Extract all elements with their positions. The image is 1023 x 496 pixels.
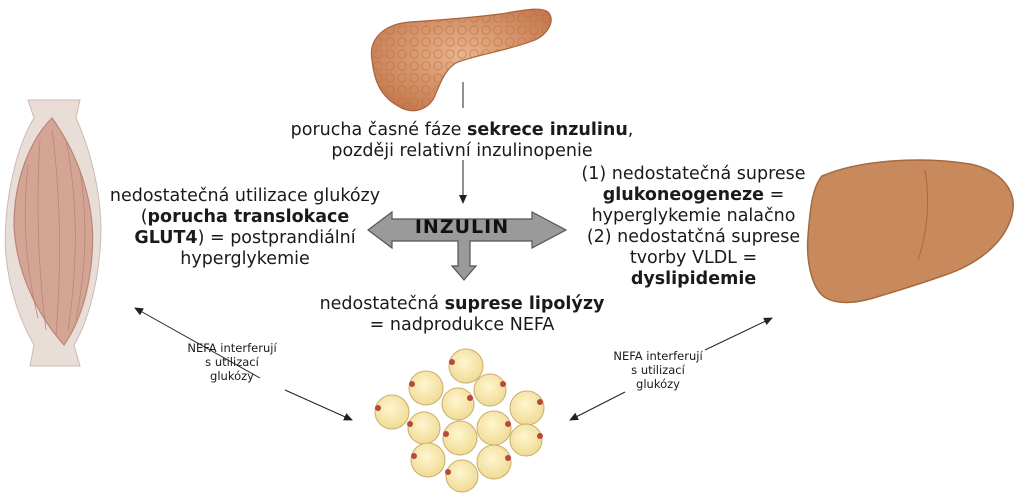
liver-image [806,159,1014,304]
nefa-right-line2: s utilizací [631,363,685,377]
fat-caption-line1: nedostatečná [319,294,445,314]
muscle-caption-bold2: GLUT4 [134,228,198,248]
nefa-left-arrow-down [284,389,353,421]
fat-caption-line2: = nadprodukce NEFA [369,315,555,335]
nefa-left-arrow-up [134,307,261,379]
muscle-caption-paren: ( [140,207,148,227]
muscle-caption-line4: hyperglykemie [180,249,310,269]
nefa-right-caption: NEFA interferují s utilizací glukózy [598,349,718,391]
liver-caption-bold2: dyslipidemie [630,269,757,289]
fat-caption: nedostatečná suprese lipolýzy = nadprodu… [292,294,632,336]
pancreas-image [370,8,552,112]
pancreas-caption-line1: porucha časné fáze [290,120,468,140]
muscle-caption: nedostatečná utilizace glukózy (porucha … [100,186,390,270]
liver-caption: (1) nedostatečná suprese glukoneogeneze … [566,164,821,290]
liver-caption-line1: (1) nedostatečná suprese [581,164,806,184]
nefa-right-arrow-up [704,317,773,351]
nefa-left-line3: glukózy [210,369,254,383]
nefa-left-line2: s utilizací [205,355,259,369]
muscle-caption-line3: ) = postprandiální [197,228,356,248]
muscle-image [4,99,102,367]
liver-caption-eq: = [764,185,785,205]
nefa-left-caption: NEFA interferují s utilizací glukózy [172,341,292,383]
liver-caption-line4: (2) nedostatčná suprese [586,227,801,247]
liver-caption-line3: hyperglykemie nalačno [591,206,796,226]
liver-caption-bold1: glukoneogeneze [602,185,765,205]
pancreas-caption-comma: , [627,120,634,140]
nefa-right-line3: glukózy [636,377,680,391]
pancreas-caption-line2: později relativní inzulinopenie [331,141,593,161]
fat-tissue-image [374,348,545,493]
muscle-caption-line1: nedostatečná utilizace glukózy [109,186,381,206]
nefa-left-line1: NEFA interferují [187,341,277,355]
pancreas-caption-bold: sekrece inzulinu [467,120,628,140]
liver-caption-line5: tvorby VLDL = [629,248,758,268]
nefa-right-line1: NEFA interferují [613,349,703,363]
insulin-arrow [367,210,568,281]
insulin-label: INZULIN [414,216,510,238]
pancreas-caption: porucha časné fáze sekrece inzulinu, poz… [262,120,662,162]
fat-caption-bold: suprese lipolýzy [444,294,605,314]
muscle-caption-bold1: porucha translokace [147,207,350,227]
nefa-right-arrow-down [569,391,626,421]
